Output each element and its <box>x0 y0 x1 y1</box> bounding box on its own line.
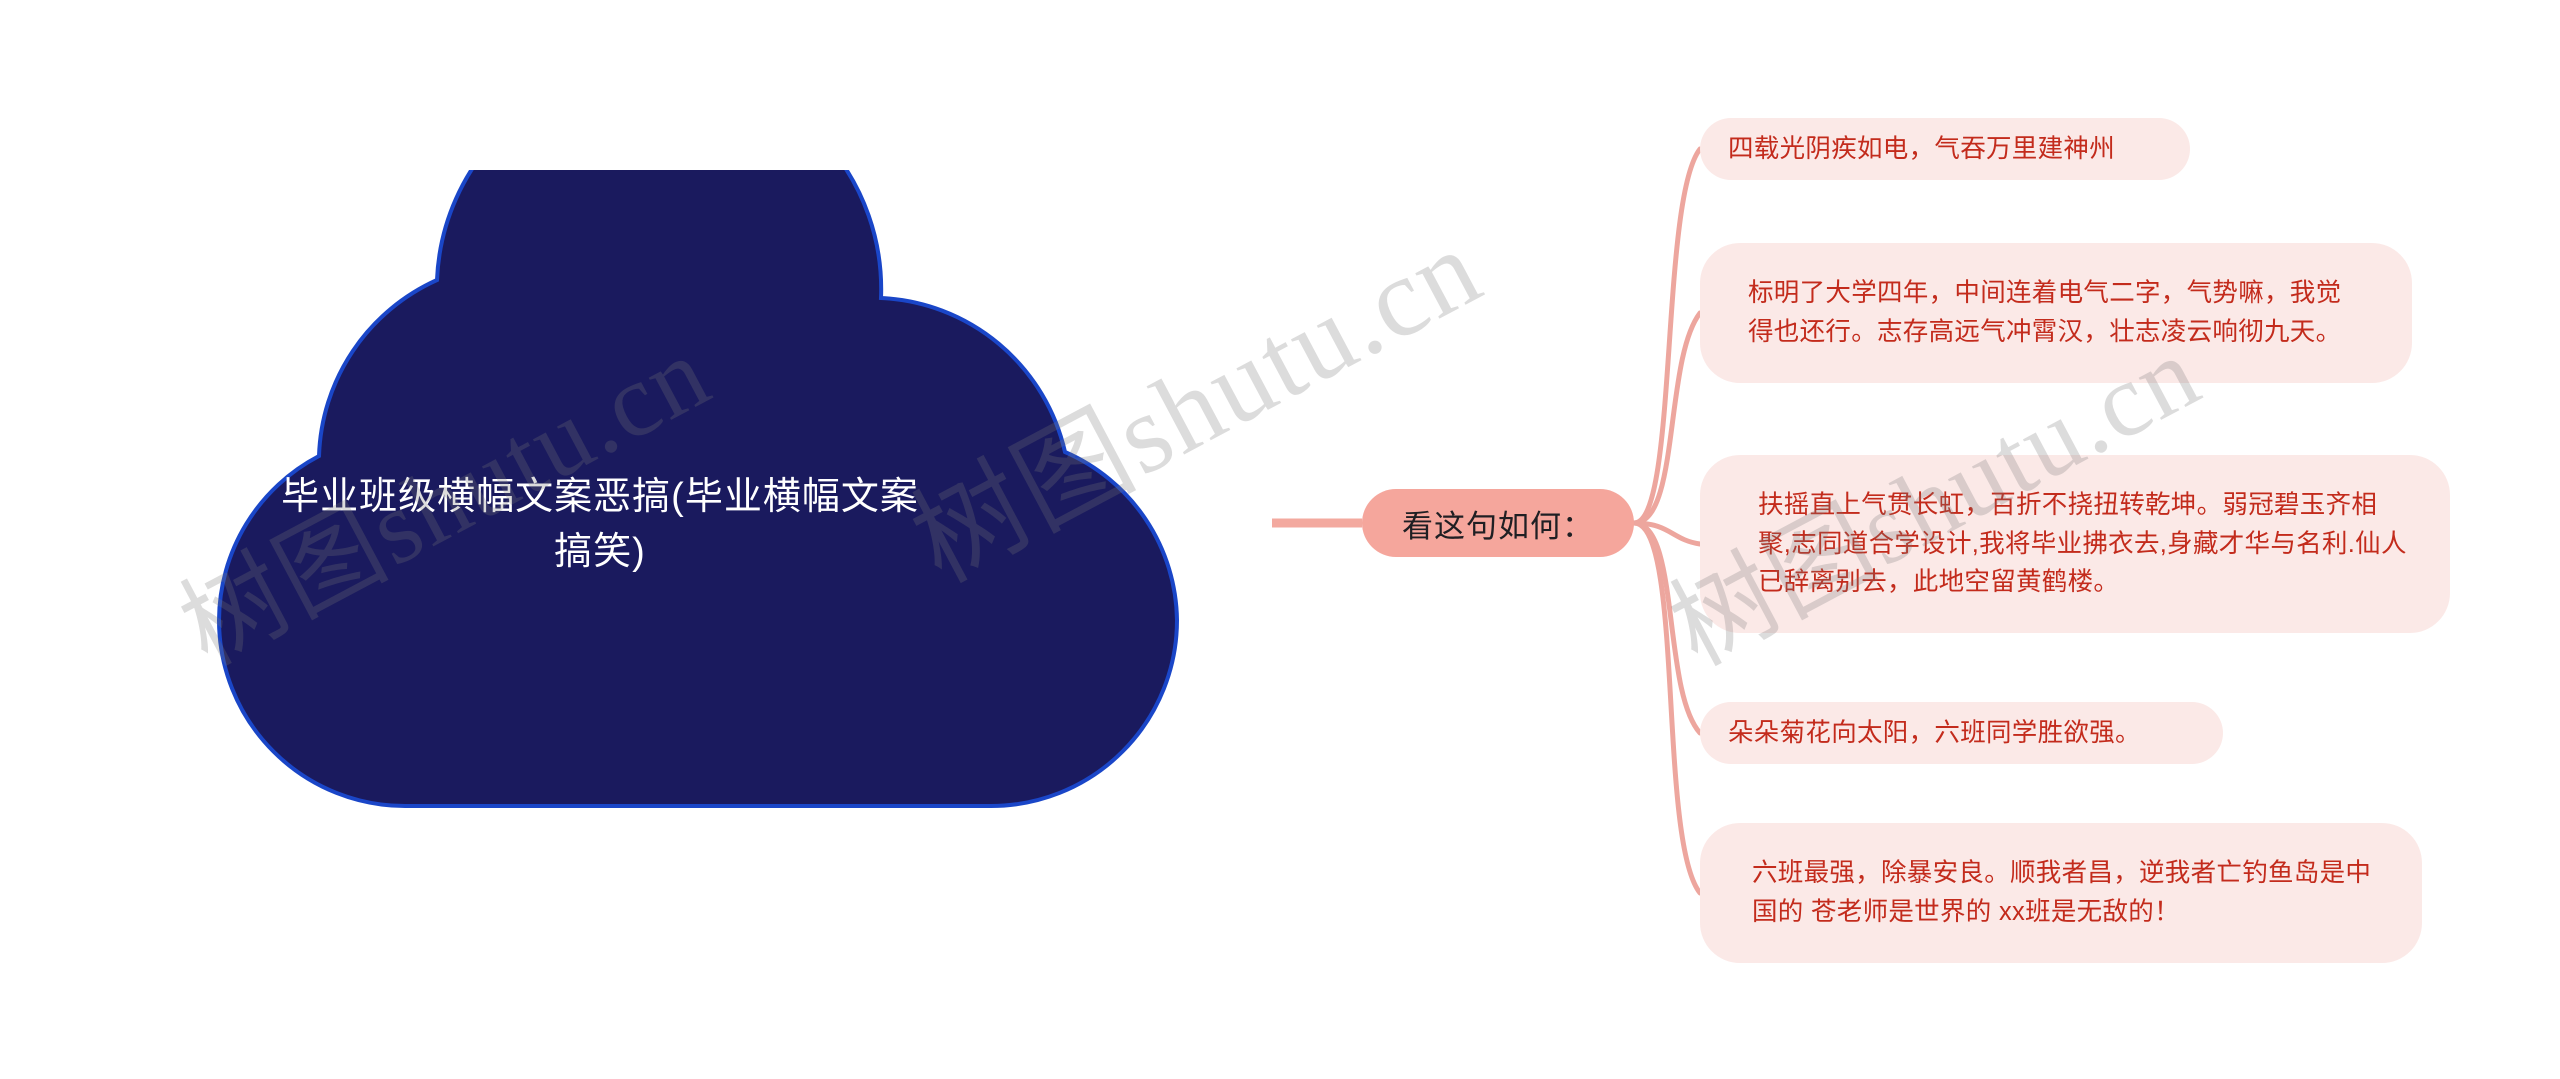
branch-node-5[interactable]: 六班最强，除暴安良。顺我者昌，逆我者亡钓鱼岛是中国的 苍老师是世界的 xx班是无… <box>1700 823 2422 963</box>
branch-node-4-label: 朵朵菊花向太阳，六班同学胜欲强。 <box>1728 718 2141 747</box>
branch-node-3[interactable]: 扶摇直上气贯长虹，百折不挠扭转乾坤。弱冠碧玉齐相聚,志同道合学设计,我将毕业拂衣… <box>1700 455 2450 633</box>
branch-node-3-label: 扶摇直上气贯长虹，百折不挠扭转乾坤。弱冠碧玉齐相聚,志同道合学设计,我将毕业拂衣… <box>1758 490 2407 597</box>
branch-node-2-label: 标明了大学四年，中间连着电气二字，气势嘛，我觉得也还行。志存高远气冲霄汉，壮志凌… <box>1748 279 2342 346</box>
branch-node-5-label: 六班最强，除暴安良。顺我者昌，逆我者亡钓鱼岛是中国的 苍老师是世界的 xx班是无… <box>1752 859 2372 926</box>
center-node-label: 看这句如何： <box>1402 508 1594 544</box>
connector-center-to-branch-5 <box>1631 520 1703 896</box>
branch-node-4[interactable]: 朵朵菊花向太阳，六班同学胜欲强。 <box>1700 702 2223 764</box>
center-node[interactable]: 看这句如何： <box>1362 489 1634 557</box>
cloud-shape-icon <box>216 170 1180 808</box>
connector-center-to-branch-2 <box>1631 310 1703 526</box>
root-node-cloud[interactable]: 毕业班级横幅文案恶搞(毕业横幅文案 搞笑) <box>105 170 1295 870</box>
branch-node-1[interactable]: 四载光阴疾如电，气吞万里建神州 <box>1700 118 2190 180</box>
branch-node-2[interactable]: 标明了大学四年，中间连着电气二字，气势嘛，我觉得也还行。志存高远气冲霄汉，壮志凌… <box>1700 243 2412 383</box>
branch-node-1-label: 四载光阴疾如电，气吞万里建神州 <box>1728 134 2116 163</box>
connector-center-to-branch-1 <box>1631 146 1703 526</box>
